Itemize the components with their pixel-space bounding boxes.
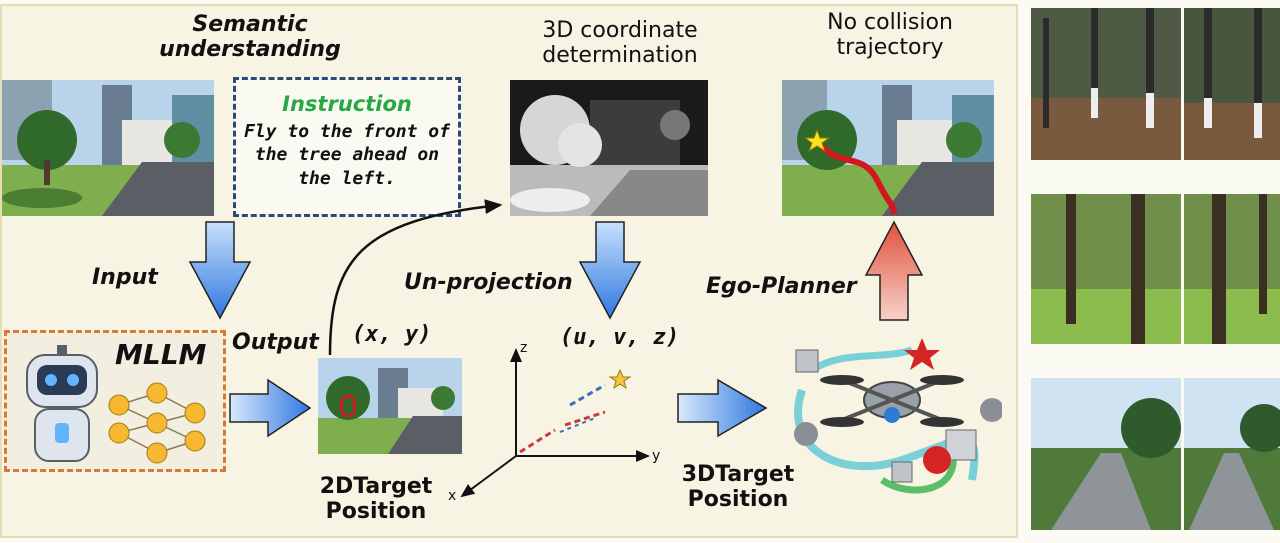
axis-z-label: z	[520, 340, 528, 356]
axis-y-label: y	[652, 448, 661, 464]
forest-thumb-2a	[1031, 194, 1181, 344]
arrows-layer	[188, 199, 924, 498]
vector-blue-1	[569, 383, 606, 407]
street-photo	[2, 80, 214, 216]
input-down-arrow	[188, 221, 252, 320]
label-un-projection: Un-projection	[404, 270, 573, 295]
label-output: Output	[232, 330, 319, 355]
road-thumb-3a	[1031, 378, 1181, 530]
vector-red-2	[564, 410, 606, 427]
vector-blue-2	[559, 417, 596, 433]
vector-red-1	[519, 428, 556, 454]
label-semantic-understanding: Semantic understanding	[159, 12, 341, 63]
label-uvz: (u, v, z)	[560, 325, 680, 350]
ego-planner-up-arrow	[864, 220, 924, 321]
target-2d-photo	[318, 358, 462, 454]
unprojection-down-arrow	[578, 221, 642, 320]
forest-thumb-1b	[1184, 8, 1280, 160]
drone-illustration	[794, 338, 1002, 494]
target-star-small	[608, 368, 632, 390]
axis-x-label: x	[448, 488, 457, 504]
mllm-label: MLLM	[115, 338, 207, 371]
curved-arrow	[328, 199, 503, 356]
label-ego-planner: Ego-Planner	[706, 274, 857, 299]
depth-map-photo	[510, 80, 708, 216]
forest-thumb-2b	[1184, 194, 1280, 344]
x-axis	[460, 455, 517, 498]
label-xy: (x, y)	[352, 322, 432, 347]
mllm-box: MLLM	[4, 330, 226, 472]
forest-thumb-1a	[1031, 8, 1181, 160]
target-right-arrow	[677, 378, 768, 438]
instruction-box: Instruction Fly to the front of the tree…	[233, 77, 461, 217]
mllm-right-arrow	[229, 378, 312, 438]
trajectory-photo	[782, 80, 994, 216]
label-input: Input	[92, 265, 158, 290]
label-no-collision: No collision trajectory	[827, 10, 953, 61]
road-thumb-3b	[1184, 378, 1280, 530]
label-3d-coordinate: 3D coordinate determination	[542, 18, 698, 69]
label-2d-target: 2DTarget Position	[319, 474, 433, 525]
label-3d-target: 3DTarget Position	[681, 462, 795, 513]
instruction-text: Fly to the front of the tree ahead on th…	[244, 121, 450, 189]
robot-icon	[26, 345, 206, 464]
instruction-title: Instruction	[282, 92, 412, 116]
